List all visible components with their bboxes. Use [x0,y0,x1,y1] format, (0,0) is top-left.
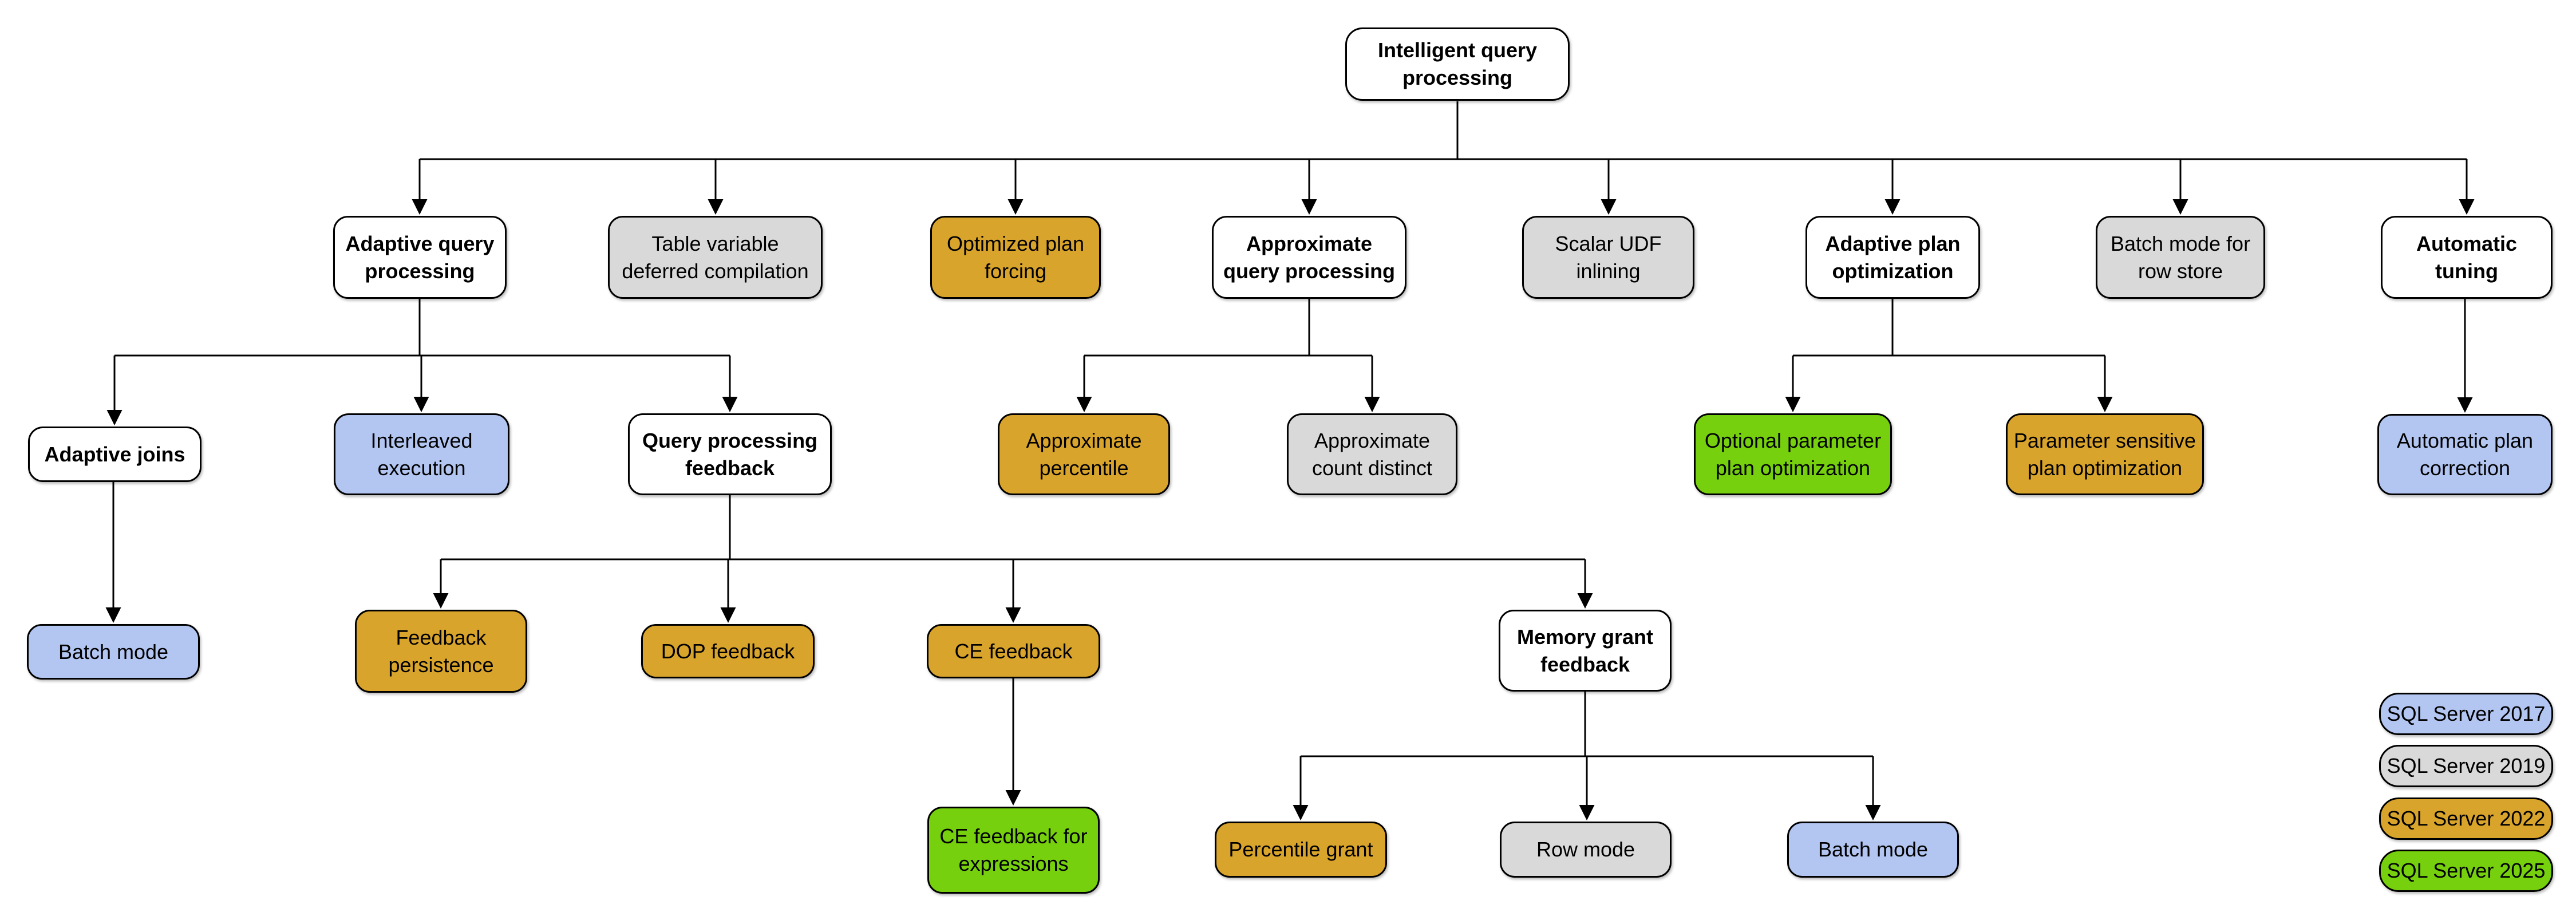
node-pg: Percentile grant [1215,822,1387,878]
node-label: Memory grant feedback [1516,625,1654,676]
legend-label: SQL Server 2022 [2387,807,2546,830]
legend-label: SQL Server 2017 [2387,702,2546,725]
node-at: Automatic tuning [2381,216,2553,299]
node-label: Approximate query processing [1223,231,1396,283]
node-label: Adaptive joins [44,442,185,466]
node-qpf: Query processing feedback [628,413,832,495]
legend-sql-server-2019: SQL Server 2019 [2379,745,2553,787]
node-label: Adaptive query processing [345,231,495,283]
node-label: Parameter sensitive plan optimization [2013,428,2196,480]
legend-sql-server-2025: SQL Server 2025 [2379,850,2553,892]
legend-sql-server-2017: SQL Server 2017 [2379,693,2553,735]
node-label: Batch mode [58,639,169,664]
node-label: Batch mode for row store [2110,231,2251,283]
node-label: Batch mode [1818,838,1929,861]
node-root: Intelligent query processing [1345,27,1570,101]
node-aqp: Adaptive query processing [333,216,507,299]
node-dopf: DOP feedback [641,624,815,678]
node-label: Approximate count distinct [1311,428,1433,480]
node-label: DOP feedback [661,639,795,663]
node-apc: Automatic plan correction [2377,414,2553,495]
legend-label: SQL Server 2025 [2387,859,2546,882]
node-opf: Optimized plan forcing [930,216,1101,299]
node-label: Scalar UDF inlining [1555,231,1662,283]
node-label: Automatic tuning [2416,231,2517,283]
legend-label: SQL Server 2019 [2387,754,2546,777]
node-label: Query processing feedback [642,428,818,480]
node-label: Feedback persistence [388,625,494,677]
node-mgf: Memory grant feedback [1499,610,1672,692]
node-label: Intelligent query processing [1377,38,1538,89]
node-cefe: CE feedback for expressions [927,807,1100,894]
node-label: Optimized plan forcing [946,231,1085,283]
node-label: Optional parameter plan optimization [1704,428,1882,480]
node-fp: Feedback persistence [355,610,527,693]
node-label: Table variable deferred compilation [622,231,809,283]
node-pspo: Parameter sensitive plan optimization [2006,413,2204,495]
node-label: Automatic plan correction [2396,429,2534,480]
node-label: Adaptive plan optimization [1825,231,1961,283]
node-label: Interleaved execution [370,428,473,480]
node-apo: Adaptive plan optimization [1805,216,1980,299]
node-aj: Adaptive joins [28,427,202,482]
node-label: Percentile grant [1228,838,1373,861]
node-cef: CE feedback [927,624,1100,678]
node-sudf: Scalar UDF inlining [1522,216,1694,299]
node-bm1: Batch mode [27,624,200,680]
node-acd: Approximate count distinct [1287,413,1457,495]
node-rm: Row mode [1500,822,1672,878]
node-label: CE feedback for expressions [939,824,1088,875]
node-bmrs: Batch mode for row store [2096,216,2265,299]
node-ap: Approximate percentile [998,413,1170,495]
node-label: Row mode [1536,838,1635,861]
legend-sql-server-2022: SQL Server 2022 [2379,797,2553,840]
node-label: CE feedback [954,639,1073,663]
node-tvdc: Table variable deferred compilation [608,216,823,299]
node-bm2: Batch mode [1787,822,1959,878]
node-ie: Interleaved execution [334,413,509,495]
node-oppo: Optional parameter plan optimization [1694,413,1892,495]
node-apqp: Approximate query processing [1212,216,1406,299]
node-label: Approximate percentile [1026,428,1142,480]
